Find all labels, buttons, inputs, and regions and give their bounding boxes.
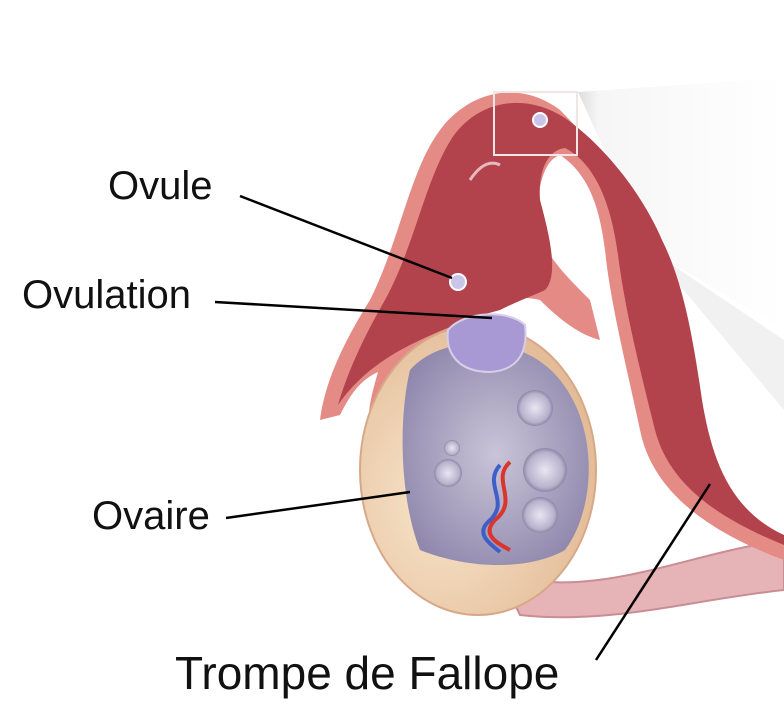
follicle <box>523 448 567 492</box>
follicle <box>522 497 558 533</box>
leader-line-ovulation <box>214 300 493 320</box>
ovarian-ligament <box>498 538 784 619</box>
magnify-box <box>493 91 578 156</box>
follicle <box>517 390 553 426</box>
label-ovary: Ovaire <box>92 494 210 538</box>
ovary <box>359 313 597 616</box>
ovulating-follicle <box>446 313 527 374</box>
leader-line-ovule <box>239 194 453 280</box>
label-fallopian-tube: Trompe de Fallope <box>175 647 560 699</box>
leader-line-fallopian-tube <box>594 483 712 661</box>
follicle <box>444 440 460 456</box>
label-ovule: Ovule <box>108 164 213 208</box>
leader-line-ovary <box>225 490 411 520</box>
label-ovulation: Ovulation <box>22 273 191 317</box>
blood-vessels <box>487 460 512 552</box>
fallopian-tube <box>320 92 784 560</box>
magnified-panel-background <box>578 78 784 410</box>
ovum <box>449 273 467 291</box>
ovum-path-arrow <box>468 161 501 181</box>
follicle <box>434 459 462 487</box>
